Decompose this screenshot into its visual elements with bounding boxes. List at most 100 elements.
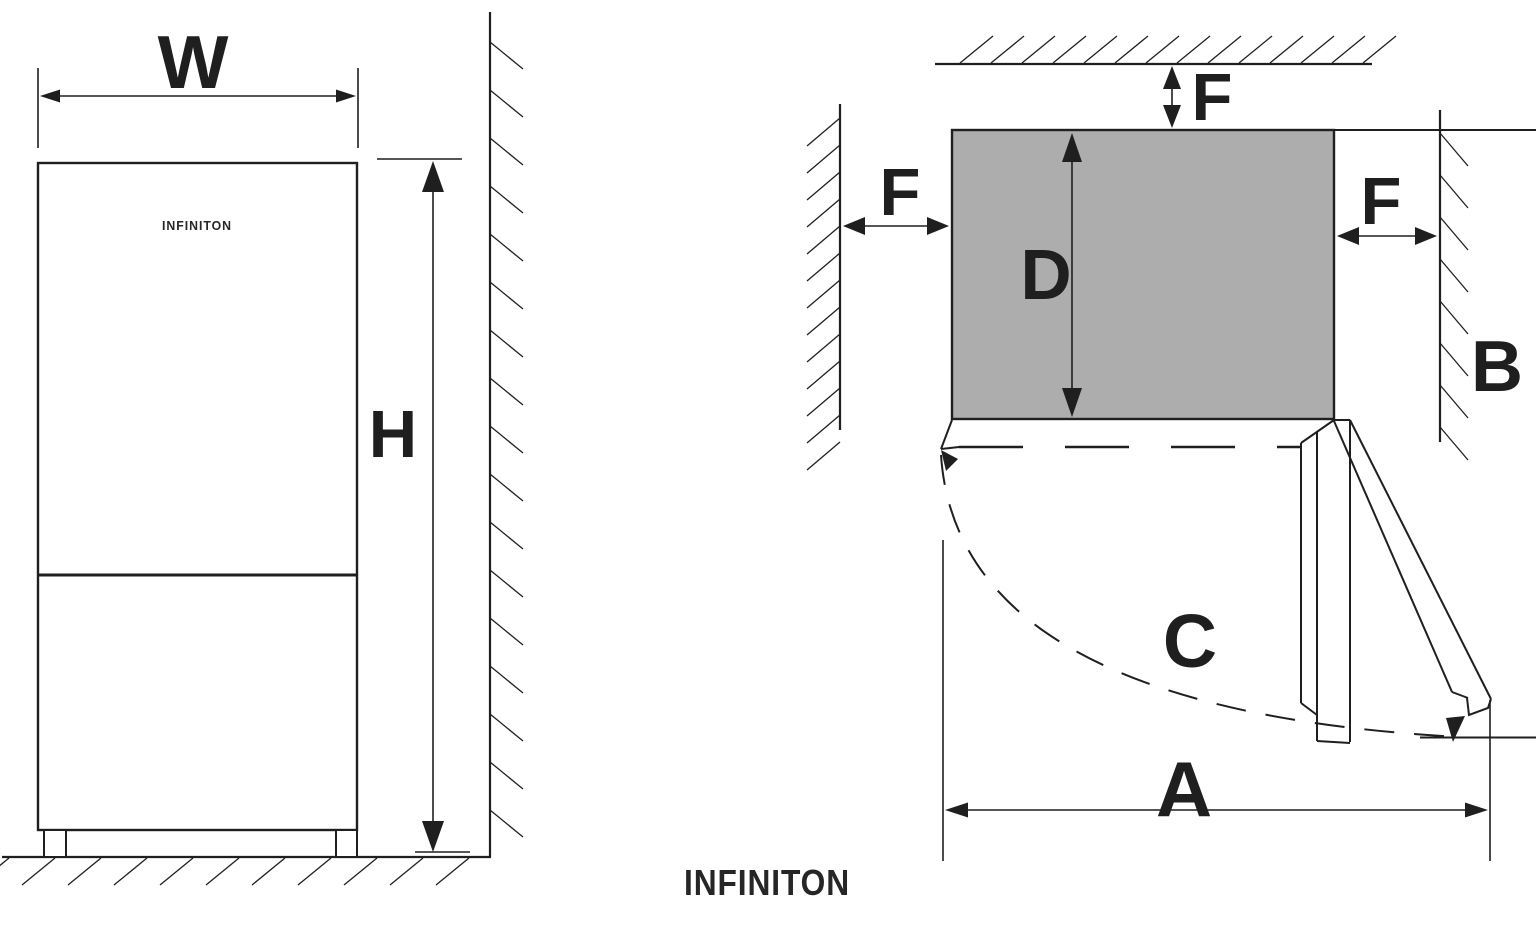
right-clearance-dimension: F	[1337, 164, 1437, 245]
right-clearance-arrowhead-right	[1415, 227, 1437, 245]
front-view: INFINITON W H	[0, 12, 524, 886]
hatch-line	[205, 857, 240, 886]
total-width-dimension: A	[942, 540, 1491, 861]
top-view: D F F F	[806, 35, 1536, 861]
label-depth: D	[1020, 236, 1071, 315]
hatch-line	[113, 857, 148, 886]
footer-brand-logo: INFINITON	[684, 862, 850, 903]
hatch-line	[806, 414, 841, 444]
swing-arc-arrowhead-start	[941, 450, 958, 471]
door-closed-outline	[940, 419, 1335, 450]
floor-hatching	[0, 857, 470, 886]
hatch-line	[1362, 35, 1397, 64]
hatch-line	[806, 117, 841, 147]
hatch-line	[1439, 300, 1469, 335]
rear-clearance-arrowhead-top	[1163, 66, 1181, 89]
total-width-arrowhead-right	[1465, 802, 1488, 818]
fridge-body	[36, 161, 359, 832]
hatch-line	[489, 713, 524, 742]
hatch-line	[489, 425, 524, 454]
hatch-line	[489, 665, 524, 694]
label-right-gap: F	[1361, 164, 1402, 239]
label-height: H	[369, 397, 417, 472]
label-width: W	[158, 20, 229, 104]
door-bottom-cap	[1316, 740, 1351, 744]
hatch-line	[806, 171, 841, 201]
hatch-line	[1114, 35, 1149, 64]
label-left-gap: F	[880, 155, 921, 230]
door-closed-right-bevel	[1300, 419, 1335, 444]
hatch-line	[343, 857, 378, 886]
hatch-line	[67, 857, 102, 886]
hatch-line	[489, 521, 524, 550]
fridge-foot-right	[335, 829, 358, 858]
total-width-arrowhead-left	[945, 802, 968, 818]
hatch-line	[806, 144, 841, 174]
hatch-line	[806, 306, 841, 336]
depth-dimension: D	[1020, 133, 1082, 417]
right-clearance-arrowhead-left	[1337, 227, 1359, 245]
left-clearance-arrowhead-left	[843, 217, 865, 235]
hatch-line	[1331, 35, 1366, 64]
hatch-line	[1439, 384, 1469, 419]
hatch-line	[251, 857, 286, 886]
door-open-outline	[1300, 419, 1492, 744]
hatch-line	[806, 225, 841, 255]
hatch-line	[489, 89, 524, 118]
hatch-line	[489, 41, 524, 70]
hatch-line	[489, 377, 524, 406]
width-arrowhead-left	[40, 89, 60, 103]
label-side-wall: B	[1471, 327, 1523, 407]
hatch-line	[489, 809, 524, 838]
hatch-line	[1439, 426, 1469, 461]
door-panel-outer-edge	[1349, 419, 1492, 700]
hatch-line	[489, 233, 524, 262]
cabinet-top-view	[950, 128, 1336, 421]
door-edge-bevel-1	[1300, 702, 1318, 716]
hatch-line	[1439, 342, 1469, 377]
hatch-line	[489, 281, 524, 310]
width-arrowhead-right	[336, 89, 356, 103]
hatch-line	[990, 35, 1025, 64]
height-arrowhead-top	[422, 161, 444, 192]
hatch-line	[806, 387, 841, 417]
height-dimension: H	[369, 158, 470, 853]
hatch-line	[1052, 35, 1087, 64]
hatch-line	[959, 35, 994, 64]
hatch-line	[1269, 35, 1304, 64]
hatch-line	[1238, 35, 1273, 64]
label-rear-gap: F	[1192, 60, 1233, 135]
hatch-line	[21, 857, 56, 886]
hatch-line	[1083, 35, 1118, 64]
wall-hatching	[489, 41, 524, 838]
hatch-line	[806, 441, 841, 471]
rear-clearance-dimension: F	[1163, 60, 1232, 135]
right-wall-hatching	[1439, 132, 1469, 461]
hatch-line	[1145, 35, 1180, 64]
fridge-brand-logo: INFINITON	[162, 219, 232, 233]
door-end-cap	[1466, 697, 1492, 717]
hatch-line	[806, 360, 841, 390]
hatch-line	[0, 857, 10, 867]
left-clearance-arrowhead-right	[927, 217, 949, 235]
hatch-line	[435, 857, 470, 886]
hatch-line	[489, 185, 524, 214]
hatch-line	[1439, 132, 1469, 167]
hatch-line	[489, 137, 524, 166]
label-open-width: A	[1156, 745, 1212, 833]
height-arrowhead-bottom	[422, 821, 444, 852]
depth-arrowhead-top	[1062, 133, 1082, 162]
swing-arc-path	[940, 454, 1461, 738]
hatch-line	[297, 857, 332, 886]
hatch-line	[806, 279, 841, 309]
hatch-line	[159, 857, 194, 886]
hatch-line	[1439, 216, 1469, 251]
hatch-line	[1207, 35, 1242, 64]
door-handle-notch	[1451, 691, 1469, 699]
hatch-line	[806, 333, 841, 363]
fridge-foot-left	[43, 829, 67, 858]
hatch-line	[389, 857, 424, 886]
hatch-line	[1176, 35, 1211, 64]
hatch-line	[489, 569, 524, 598]
